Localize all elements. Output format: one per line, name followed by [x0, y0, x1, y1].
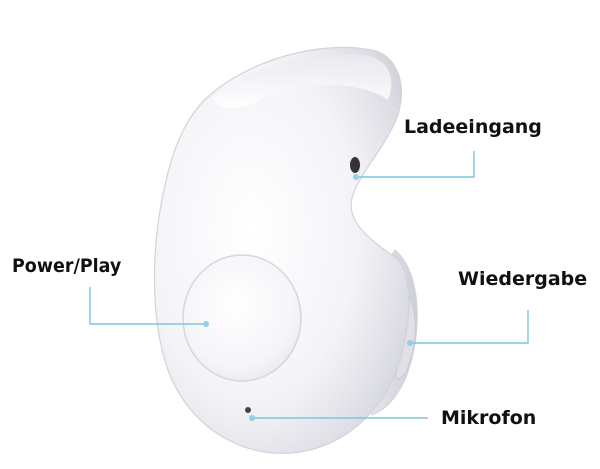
- leader-line-charging: [356, 151, 475, 178]
- label-microphone: Mikrofon: [441, 407, 537, 429]
- earbud-top-face: [212, 54, 392, 108]
- leader-dot-speaker: [407, 340, 413, 346]
- earbud-body: [153, 46, 410, 454]
- charging-port: [350, 157, 360, 173]
- leader-dots: [203, 174, 413, 421]
- label-speaker: Wiedergabe: [458, 268, 588, 290]
- microphone-hole: [245, 407, 251, 413]
- leader-dot-charging: [353, 174, 359, 180]
- leader-line-speaker: [410, 310, 529, 344]
- leader-line-power: [89, 287, 206, 325]
- label-charging-port: Ladeeingang: [404, 116, 542, 138]
- power-button: [182, 254, 302, 382]
- leader-dot-power: [203, 321, 209, 327]
- leader-dot-mic: [249, 415, 255, 421]
- leader-lines: [89, 151, 529, 419]
- label-power-play: Power/Play: [12, 255, 122, 277]
